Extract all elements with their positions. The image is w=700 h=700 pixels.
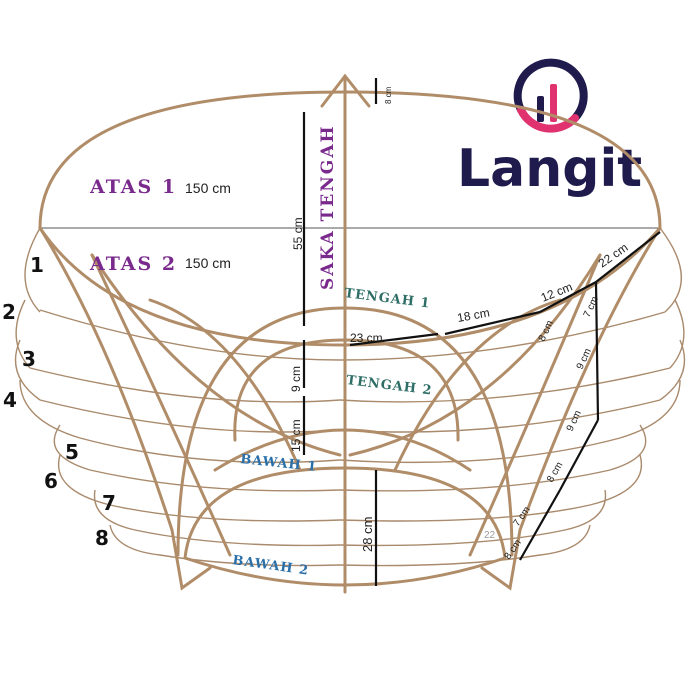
tier-number-4: 4 [3,388,17,412]
right-sweep [348,253,602,457]
right-wing-ribs [339,227,686,567]
label-saka-tengah: SAKA TENGAH [318,124,338,290]
arc-23-measure [349,332,439,347]
left-outer-strut [38,226,174,532]
seg-18-measure [444,310,541,336]
dim-right-8b: 8 cm [545,460,565,484]
tengah-1-dome [176,306,514,557]
left-inner-strut [90,253,232,557]
tengah-2-ring [233,338,460,442]
bawah-dome [183,466,507,560]
left-foot [170,528,212,591]
dim-faint-22: 22 [484,530,496,541]
label-tengah-2: TENGAH 2 [346,373,434,398]
label-atas-2: ATAS 2 [89,253,177,275]
langit-logo: Langit [457,58,642,199]
right-foot-measure [519,489,561,561]
tier-number-3: 3 [22,347,36,371]
dim-atas-1: 150 cm [185,180,231,196]
tier-number-6: 6 [44,469,58,493]
measure-lines [302,78,661,586]
right-cross-brace [393,298,562,472]
tier-number-1: 1 [30,253,44,277]
label-atas-1: ATAS 1 [89,176,177,198]
label-bawah-1: BAWAH 1 [240,452,318,475]
logo-wordmark: Langit [457,139,642,199]
tier-number-8: 8 [95,526,109,550]
right-lower-measure [559,419,599,491]
dim-tip: 8 cm [384,86,393,104]
right-outer-strut [518,226,662,532]
seg-22-measure [595,231,661,283]
bawah-2-rod [183,556,507,587]
dim-tengah-1-arc: 23 cm [350,331,383,345]
tier-number-5: 5 [65,440,79,464]
dim-dome-9: 9 cm [289,366,303,392]
right-foot [480,528,522,591]
bawah-1-rod [213,428,472,472]
tier-numbers: 1 2 3 4 5 6 7 8 [2,253,116,550]
dim-22: 22 cm [596,240,631,270]
dim-saka: 55 cm [291,217,305,250]
dim-atas-2: 150 cm [185,255,231,271]
tier-number-7: 7 [102,491,116,515]
main-frame [38,73,662,594]
dim-dome-15: 15 cm [289,419,303,452]
tier-number-2: 2 [2,300,16,324]
dim-right-7a: 7 cm [582,295,601,319]
right-inner-strut [468,253,602,557]
left-cross-brace [148,298,302,472]
right-vertical-measure [594,281,600,421]
logo-icon [513,58,588,133]
dim-18: 18 cm [456,305,491,324]
seg-12-measure [539,281,597,313]
dim-bawah-28: 28 cm [360,517,375,552]
